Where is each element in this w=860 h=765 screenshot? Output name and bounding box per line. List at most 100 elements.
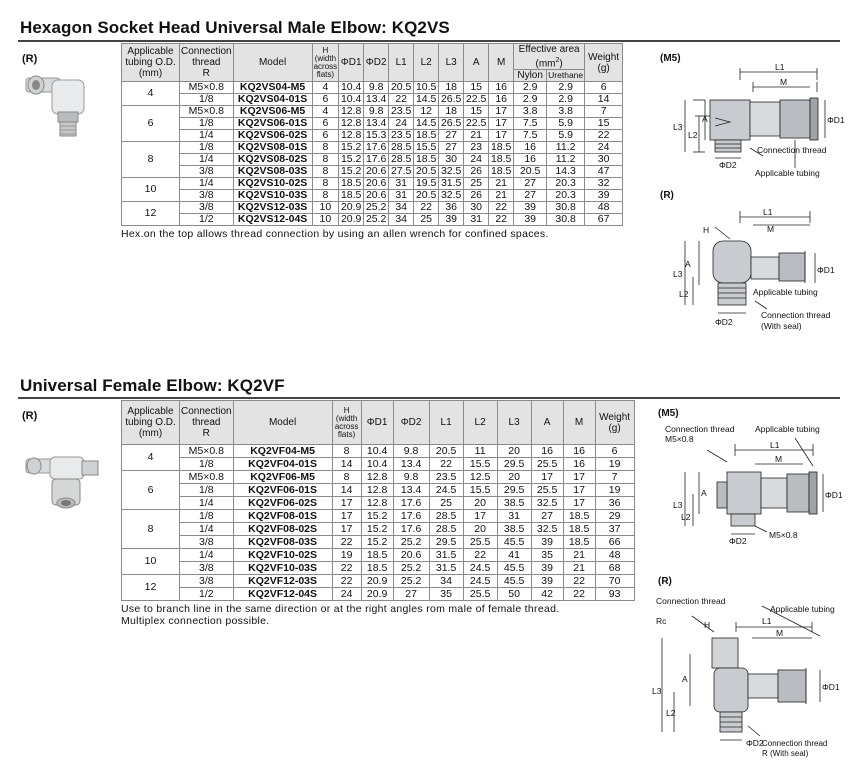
cell-tubing-od: 10 — [121, 177, 180, 203]
table-cell: 17.6 — [363, 153, 390, 167]
cell-tubing-od: 8 — [121, 141, 180, 179]
table-cell: 36 — [594, 496, 635, 510]
cell-model: KQ2VS06-M5 — [232, 105, 313, 119]
table-cell: 1/8 — [179, 93, 234, 107]
cell-model: KQ2VS04-01S — [232, 93, 313, 107]
table-cell: 15.2 — [360, 522, 394, 536]
cell-model: KQ2VF10-02S — [232, 548, 333, 562]
cell-model: KQ2VF12-04S — [232, 587, 333, 601]
table-cell: 30 — [463, 201, 490, 215]
table-cell: 18.5 — [562, 509, 596, 523]
table-cell: 26.5 — [438, 93, 465, 107]
table-cell: 28.5 — [388, 153, 415, 167]
table-cell: 8 — [331, 444, 362, 458]
dim-l2: L2 — [679, 289, 689, 299]
drawing-kq2vf-r: Connection thread Rc H Applicable tubing… — [652, 596, 840, 758]
dim-d2: ΦD2 — [715, 317, 733, 327]
table-cell: 20.6 — [392, 548, 430, 562]
label-rc: Rc — [656, 616, 667, 626]
cell-tubing-od: 8 — [121, 509, 180, 549]
table-cell: 34 — [388, 213, 415, 227]
table-cell: 14 — [331, 483, 362, 497]
table-cell: 12.8 — [360, 470, 394, 484]
table-cell: 10.5 — [413, 81, 440, 95]
table-cell: 24 — [463, 153, 490, 167]
table-cell: 3/8 — [179, 201, 234, 215]
table-cell: 20.6 — [363, 177, 390, 191]
dim-a: A — [685, 259, 691, 269]
dim-l1: L1 — [762, 616, 772, 626]
table-cell: 34 — [428, 574, 464, 588]
table-cell: 7 — [594, 470, 635, 484]
table-cell: 10.4 — [360, 444, 394, 458]
dim-m: M — [780, 77, 787, 87]
table-cell: 3/8 — [179, 165, 234, 179]
cell-model: KQ2VF12-03S — [232, 574, 333, 588]
table-cell: 20 — [496, 470, 532, 484]
table-cell: 18.5 — [488, 165, 515, 179]
table-cell: 20.5 — [413, 165, 440, 179]
table-cell: 31 — [463, 213, 490, 227]
table-cell: 25 — [413, 213, 440, 227]
table-cell: 1/4 — [179, 129, 234, 143]
table-cell: 22 — [413, 201, 440, 215]
product-photo-kq2vf — [25, 456, 99, 509]
table-cell: 1/8 — [179, 509, 234, 523]
table-cell: 15.2 — [338, 153, 365, 167]
table-cell: 19.5 — [413, 177, 440, 191]
table-cell: 39 — [530, 535, 564, 549]
col-effective-area: Effective area(mm2) — [513, 42, 586, 71]
table-cell: 22 — [562, 574, 596, 588]
table-cell: 48 — [594, 548, 635, 562]
table-cell: 66 — [594, 535, 635, 549]
table-cell: 22 — [331, 561, 362, 575]
table-cell: 27.5 — [388, 165, 415, 179]
table-cell: 35 — [530, 548, 564, 562]
table-cell: 18.5 — [413, 129, 440, 143]
dim-l3: L3 — [673, 500, 683, 510]
table-cell: 9.8 — [392, 470, 430, 484]
table-cell: 2.9 — [546, 93, 586, 107]
table-cell: 12.8 — [338, 117, 365, 131]
table-cell: 8 — [311, 165, 340, 179]
table-cell: 28.5 — [388, 141, 415, 155]
table-cell: 20.3 — [546, 189, 586, 203]
table-cell: 20.9 — [360, 587, 394, 601]
table-cell: 19 — [331, 548, 362, 562]
table-cell: 10 — [311, 213, 340, 227]
table-cell: 50 — [496, 587, 532, 601]
table-cell: 3.8 — [513, 105, 548, 119]
table-cell: 15.5 — [413, 141, 440, 155]
table-cell: 22 — [584, 129, 624, 143]
cell-tubing-od: 6 — [121, 470, 180, 510]
dim-h: H — [703, 225, 709, 235]
title-rule — [18, 397, 840, 399]
cell-model: KQ2VF08-02S — [232, 522, 333, 536]
table-cell: 22 — [428, 457, 464, 471]
dim-l1: L1 — [775, 62, 785, 72]
dim-l3: L3 — [673, 122, 683, 132]
drawing-mark-vs-m5: (M5) — [660, 53, 681, 64]
table-cell: 14.5 — [413, 117, 440, 131]
table-cell: 12.8 — [338, 105, 365, 119]
label-connection-thread: Connection thread — [761, 310, 831, 320]
table-cell: 37 — [594, 522, 635, 536]
table-cell: 12.8 — [338, 129, 365, 143]
table-cell: 93 — [594, 587, 635, 601]
table-cell: 29.5 — [496, 457, 532, 471]
table-cell: 29 — [594, 509, 635, 523]
table-cell: 14.3 — [546, 165, 586, 179]
cell-tubing-od: 4 — [121, 81, 180, 107]
table-cell: 24 — [584, 141, 624, 155]
table-cell: 17 — [331, 522, 362, 536]
table-cell: 38.5 — [496, 496, 532, 510]
